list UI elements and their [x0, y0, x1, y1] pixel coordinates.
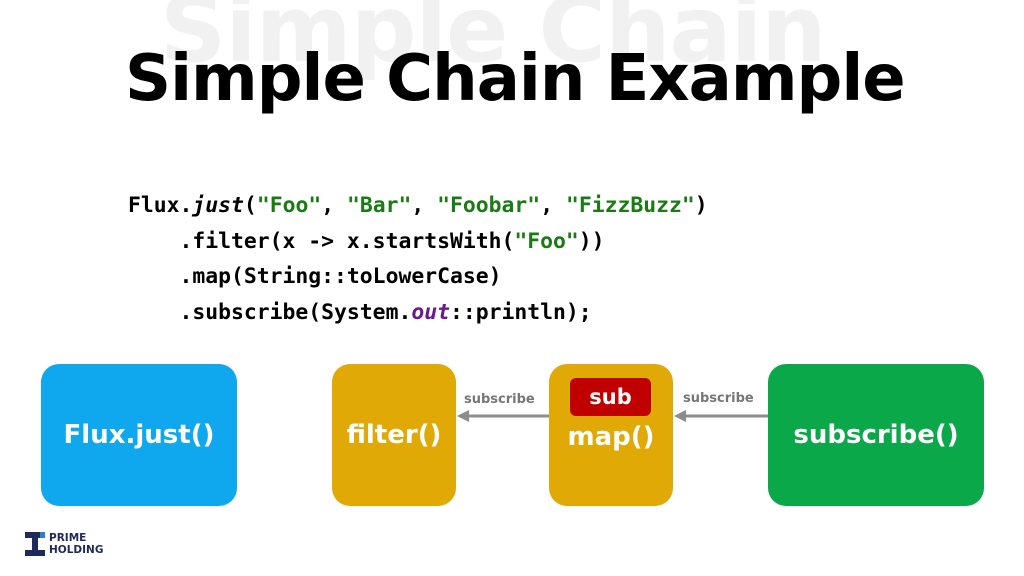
code-text: , — [321, 193, 347, 218]
code-field-out: out — [411, 300, 450, 326]
slide-title: Simple Chain Example — [125, 42, 906, 116]
subscribe-label: subscribe() — [793, 420, 959, 450]
code-string: "FizzBuzz" — [565, 193, 695, 218]
arrowhead-right — [674, 410, 686, 422]
code-string: "Foo" — [256, 193, 322, 218]
code-text: )) — [578, 228, 605, 254]
logo-text-prime: PRIME — [49, 532, 87, 544]
code-method-just: just — [192, 193, 244, 218]
code-text: , — [540, 193, 566, 218]
filter-label: filter() — [346, 420, 442, 450]
code-text: Flux. — [128, 193, 193, 218]
code-text: .subscribe(System. — [128, 300, 412, 326]
logo-text-holding: HOLDING — [49, 544, 104, 556]
code-block: Flux.just("Foo", "Bar", "Foobar", "FizzB… — [128, 188, 708, 331]
sub-badge: sub — [570, 378, 651, 416]
code-text: ::println); — [449, 300, 592, 326]
code-string: "Foo" — [514, 228, 579, 254]
subscribe-box: subscribe() — [768, 364, 984, 506]
flux-just-box: Flux.just() — [41, 364, 237, 506]
map-label: map() — [567, 422, 655, 452]
code-text: ( — [243, 193, 257, 218]
code-text: .map(String::toLowerCase) — [128, 264, 502, 290]
code-text: .filter(x -> x.startsWith( — [128, 228, 515, 254]
prime-holding-logo-icon — [25, 532, 45, 556]
code-text: ) — [694, 193, 708, 218]
code-string: "Foobar" — [437, 193, 541, 218]
prime-holding-logo: PRIME HOLDING — [25, 531, 115, 559]
code-string: "Bar" — [346, 193, 412, 218]
filter-box: filter() — [332, 364, 456, 506]
code-text: , — [411, 193, 438, 218]
flux-just-label: Flux.just() — [63, 420, 215, 450]
arrowhead-left — [457, 410, 469, 422]
arrow-label-right: subscribe — [683, 391, 754, 406]
title-watermark: Simple Chain — [160, 0, 827, 83]
arrow-label-left: subscribe — [464, 392, 535, 407]
